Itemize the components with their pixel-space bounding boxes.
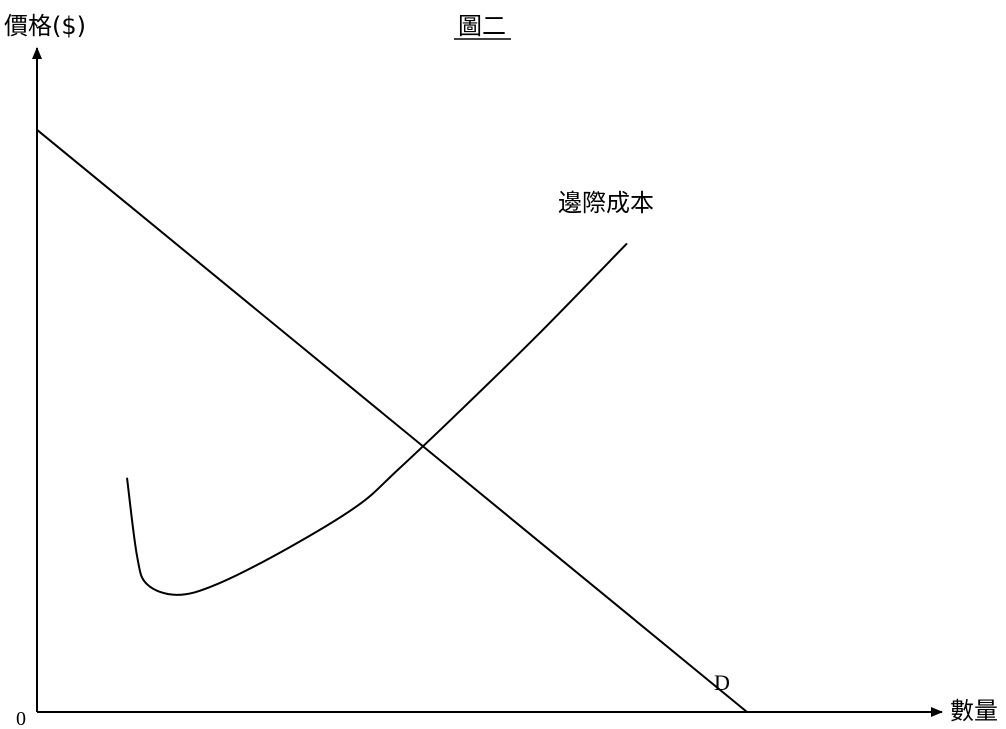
demand-curve [36,129,748,713]
demand-curve-label: D [714,670,730,695]
marginal-cost-curve-label: 邊際成本 [558,189,654,217]
marginal-cost-curve [126,242,628,596]
chart-title: 圖二 [458,12,506,40]
y-axis-label: 價格($) [4,12,86,40]
origin-label: 0 [16,708,26,729]
x-axis-label: 數量 [950,697,998,725]
